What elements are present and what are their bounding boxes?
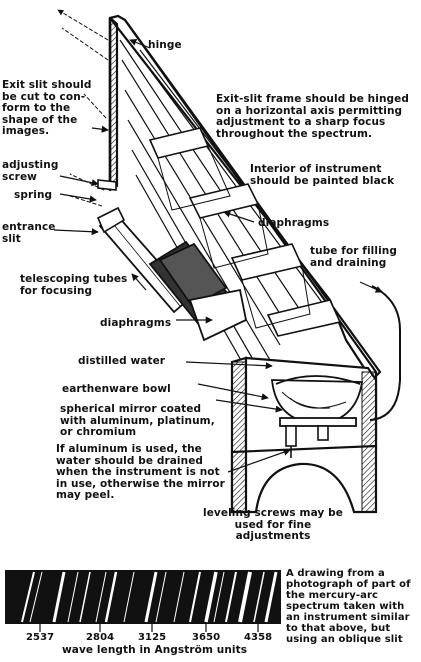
label-interior: Interior of instrument should be painted… bbox=[250, 163, 395, 187]
spectrum-caption: A drawing from a photograph of part of t… bbox=[286, 568, 411, 645]
interior-baffles bbox=[148, 127, 342, 337]
label-exit-slit: Exit slit should be cut to con- form to … bbox=[2, 79, 92, 137]
label-hinge: hinge bbox=[148, 39, 182, 51]
mirror-stand bbox=[279, 417, 357, 427]
tick-label-3125: 3125 bbox=[138, 632, 167, 643]
label-diaphragms-lower: diaphragms bbox=[100, 317, 172, 329]
label-entrance-slit: entrance slit bbox=[2, 221, 56, 245]
leveling-screw-icon bbox=[285, 425, 329, 458]
tick-label-4358: 4358 bbox=[244, 632, 273, 643]
spectrum-axis-label: wave length in Angström units bbox=[62, 644, 248, 656]
telescoping-tubes bbox=[98, 212, 248, 342]
label-leveling-screws: leveling screws may be used for fine adj… bbox=[203, 507, 343, 542]
tick-label-3650: 3650 bbox=[192, 632, 221, 643]
tick-label-2537: 2537 bbox=[26, 632, 55, 643]
spectrum-strip bbox=[5, 570, 281, 632]
label-distilled-water: distilled water bbox=[78, 355, 166, 367]
earthenware-bowl bbox=[271, 375, 364, 425]
filling-tube bbox=[369, 285, 401, 421]
entrance-slit-icon bbox=[96, 206, 126, 234]
tick-label-2804: 2804 bbox=[86, 632, 115, 643]
label-spring: spring bbox=[14, 189, 53, 201]
label-spherical-mirror: spherical mirror coated with aluminum, p… bbox=[60, 403, 215, 438]
label-telescoping-tubes: telescoping tubes for focusing bbox=[20, 273, 128, 297]
label-adjusting-screw: adjusting screw bbox=[2, 159, 59, 183]
label-diaphragms-upper: diaphragms bbox=[258, 217, 330, 229]
light-bundle bbox=[119, 39, 336, 386]
label-exit-slit-frame: Exit-slit frame should be hinged on a ho… bbox=[216, 93, 409, 140]
label-aluminum-note: If aluminum is used, the water should be… bbox=[56, 443, 225, 501]
label-tube-filling: tube for filling and draining bbox=[310, 245, 397, 269]
label-earthenware-bowl: earthenware bowl bbox=[62, 383, 171, 395]
